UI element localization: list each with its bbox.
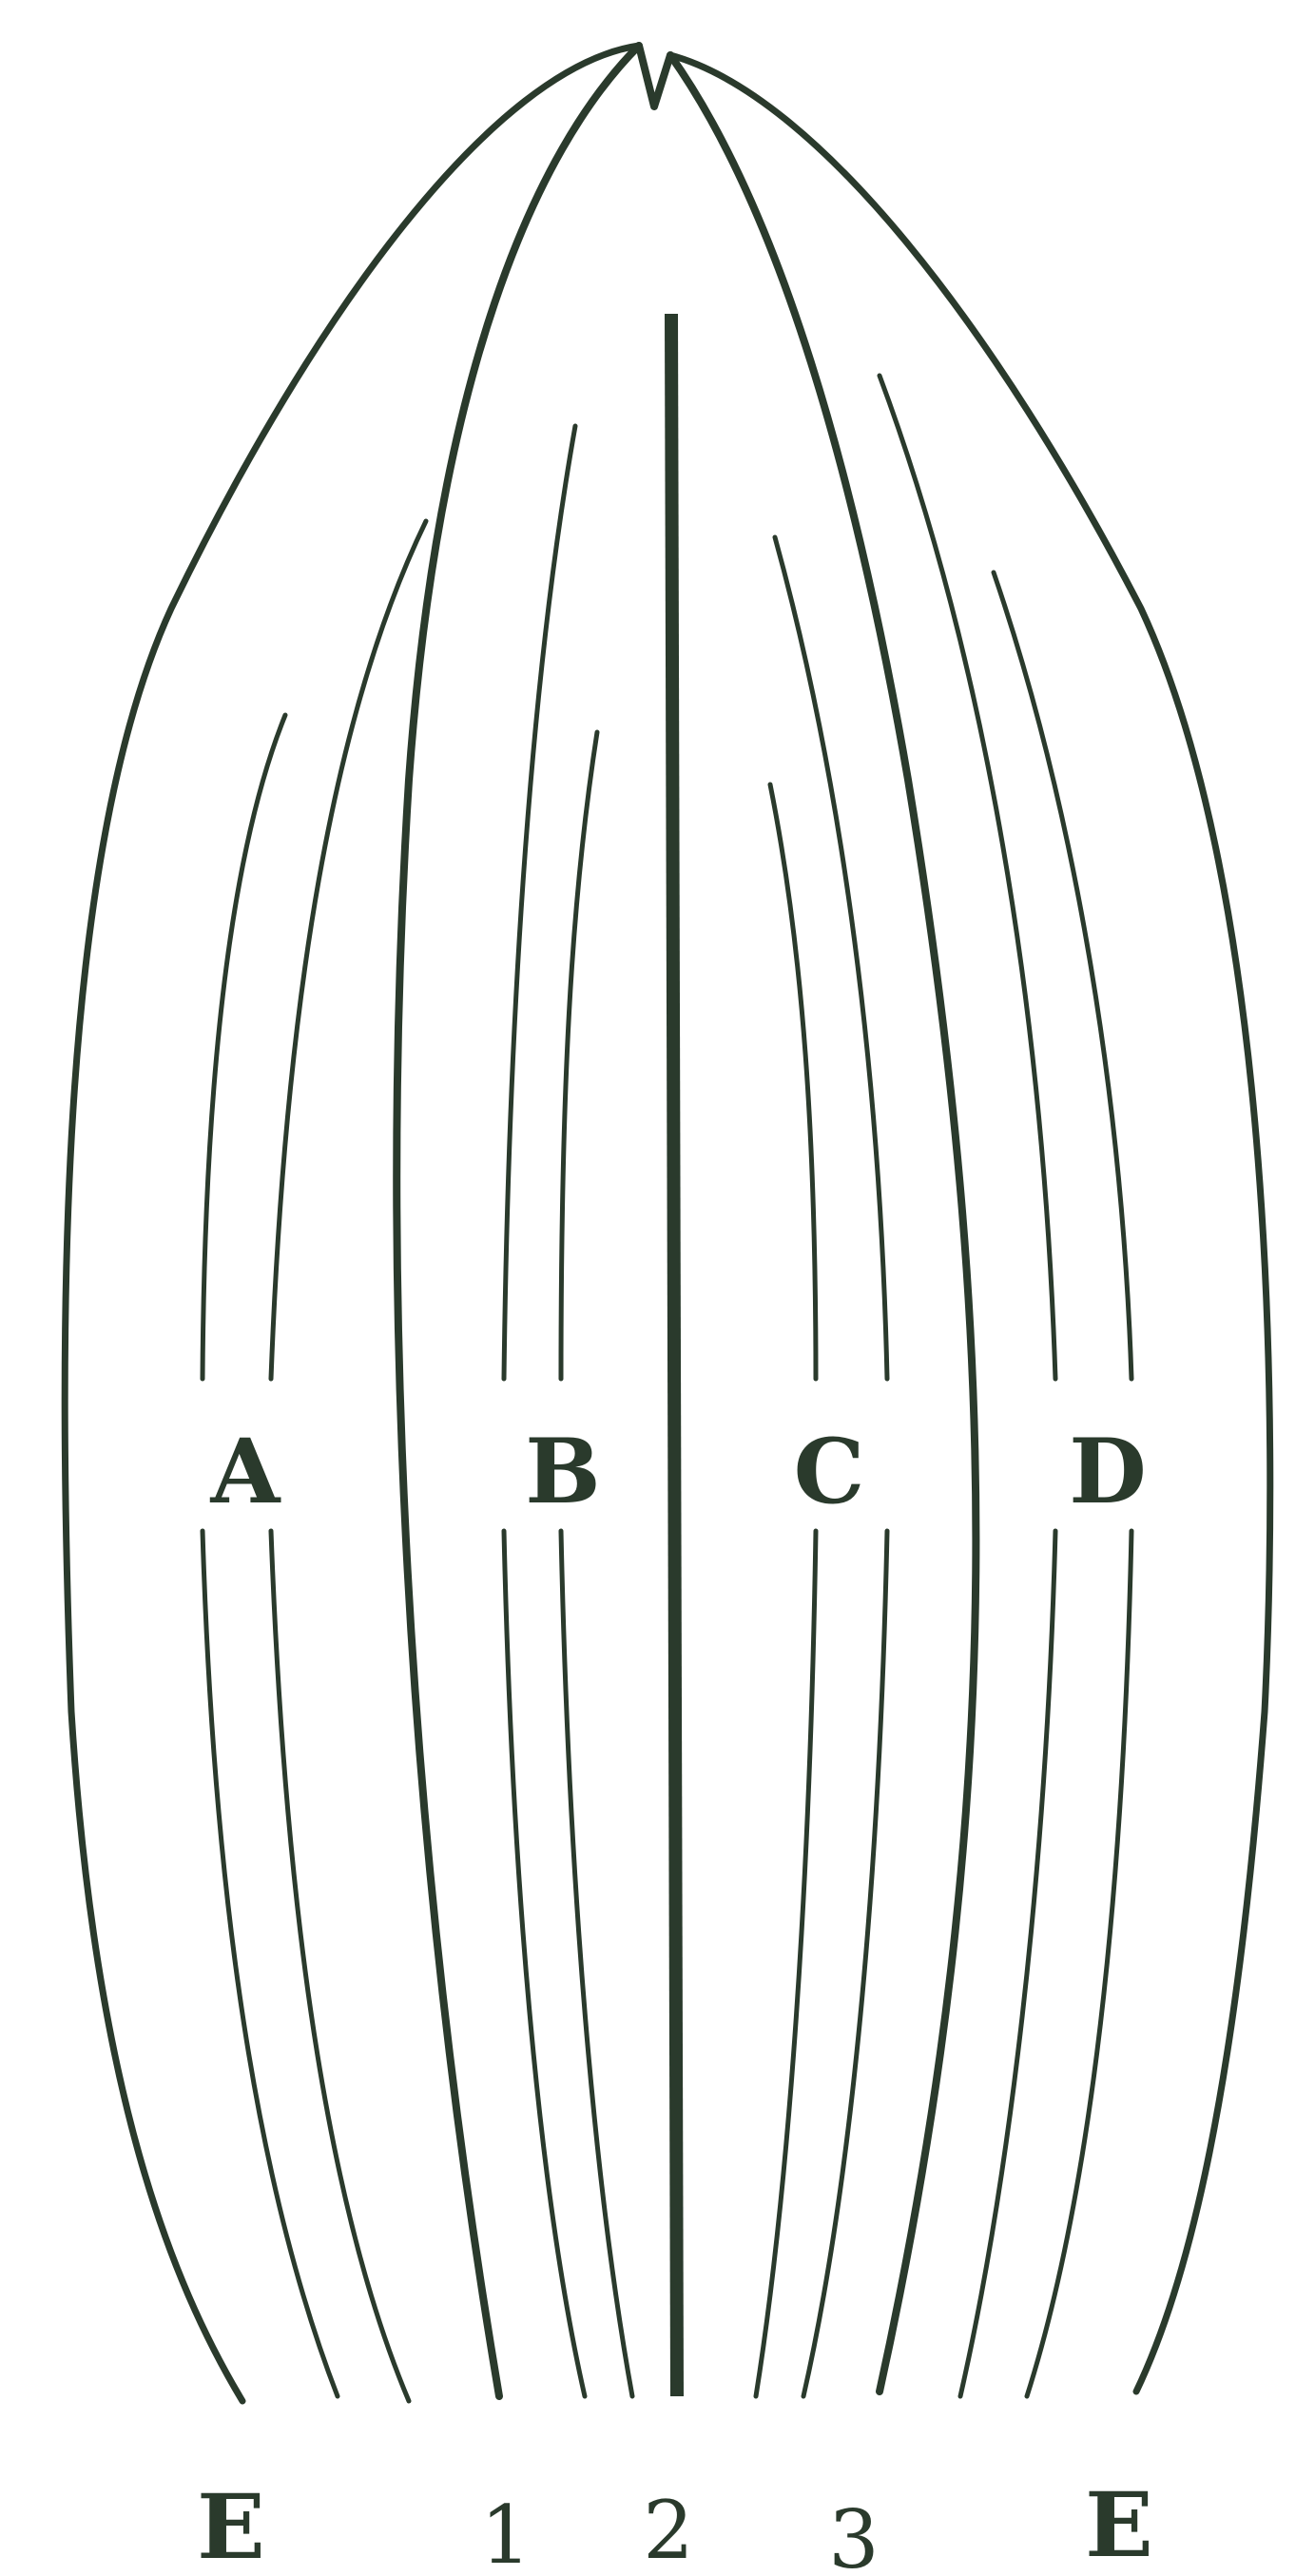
edge-label-right: E — [1085, 2473, 1153, 2576]
sector-label-d: D — [1069, 1420, 1147, 1524]
vein-number-1: 1 — [480, 2489, 531, 2576]
sector-label-b: B — [525, 1420, 600, 1524]
sector-c-vein-outer-upper — [775, 537, 887, 1379]
sector-c-vein-outer-lower — [803, 1531, 887, 2396]
sector-a-vein-inner-lower — [271, 1531, 409, 2401]
sector-c-vein-inner-lower — [756, 1531, 816, 2396]
apex-notch — [639, 46, 670, 107]
sector-label-a: A — [210, 1420, 281, 1524]
sector-label-c: C — [794, 1420, 865, 1524]
vein-number-3: 3 — [828, 2493, 879, 2576]
sector-b-vein-inner-upper — [561, 732, 597, 1379]
sector-d-vein-outer-lower — [1027, 1531, 1131, 2396]
sector-a-vein-outer-upper — [203, 715, 285, 1379]
sector-a-vein-outer-lower — [203, 1531, 338, 2396]
outer-margin-left — [65, 46, 639, 2401]
edge-label-left: E — [197, 2475, 265, 2576]
major-vein-3 — [670, 55, 976, 2392]
sector-d-vein-outer-upper — [994, 572, 1131, 1379]
vein-number-2: 2 — [643, 2484, 693, 2576]
outer-margin-right — [670, 55, 1270, 2392]
sector-d-vein-inner-upper — [880, 376, 1055, 1379]
sector-c-vein-inner-upper — [770, 784, 816, 1379]
major-vein-2-midrib — [671, 314, 677, 2396]
sector-b-vein-outer-lower — [504, 1531, 585, 2396]
sector-b-vein-inner-lower — [561, 1531, 632, 2396]
major-vein-1 — [396, 46, 639, 2396]
sector-b-vein-outer-upper — [504, 426, 575, 1379]
